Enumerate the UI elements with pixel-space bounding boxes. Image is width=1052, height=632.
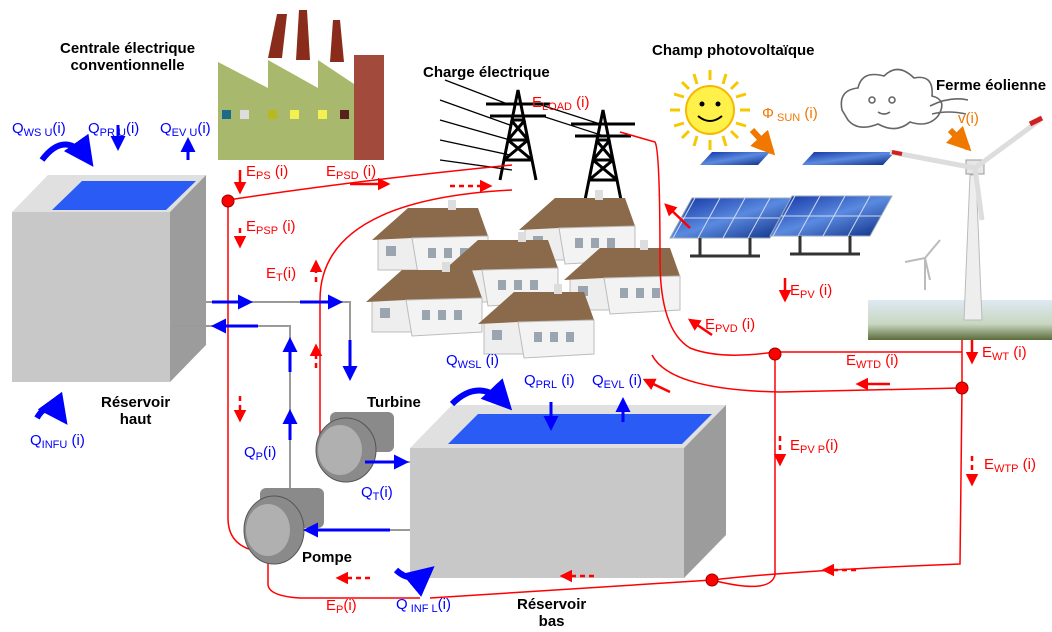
label-e-psp: EPSP (i) bbox=[246, 218, 296, 237]
power-plant-title: Centrale électrique conventionnelle bbox=[60, 40, 196, 74]
lower-reservoir-title: Réservoir bas bbox=[517, 596, 587, 630]
pv-panels bbox=[668, 152, 895, 258]
label-v: v(i) bbox=[958, 110, 979, 127]
energy-arrows bbox=[233, 170, 979, 585]
label-e-wt: EWT (i) bbox=[982, 344, 1027, 363]
label-e-load: ELOAD (i) bbox=[532, 94, 590, 113]
turbine-title: Turbine bbox=[367, 394, 421, 411]
label-q-prl: QPRL (i) bbox=[524, 372, 575, 391]
label-e-p: EP(i) bbox=[326, 597, 357, 616]
wind-turbines bbox=[868, 115, 1052, 340]
power-pylons bbox=[439, 79, 637, 202]
label-q-infu: QINFU (i) bbox=[30, 432, 85, 451]
label-q-wsl: QWSL (i) bbox=[446, 352, 500, 371]
label-q-evl: QEVL (i) bbox=[592, 372, 642, 391]
pump bbox=[243, 488, 324, 565]
label-e-pvp: EPV P(i) bbox=[790, 437, 839, 456]
junction-dots bbox=[221, 194, 969, 587]
power-plant bbox=[218, 10, 384, 160]
label-q-evu: QEV U(i) bbox=[160, 120, 211, 139]
label-e-psd: EPSD (i) bbox=[326, 163, 377, 182]
label-q-pru: QPR U(i) bbox=[88, 120, 140, 139]
houses bbox=[365, 189, 681, 359]
label-q-wsu: QWS U(i) bbox=[12, 120, 66, 139]
label-e-wtp: EWTP (i) bbox=[984, 456, 1036, 475]
turbine bbox=[315, 412, 394, 483]
pv-field-title: Champ photovoltaïque bbox=[652, 42, 815, 59]
pump-title: Pompe bbox=[302, 549, 353, 566]
water-arrows bbox=[110, 125, 631, 538]
label-q-t: QT(i) bbox=[361, 484, 393, 503]
load-title: Charge électrique bbox=[423, 64, 550, 81]
label-e-ps: EPS (i) bbox=[246, 163, 289, 182]
lower-reservoir bbox=[410, 405, 726, 578]
label-q-infl: Q INF L(i) bbox=[396, 596, 451, 615]
resource-arrows bbox=[749, 125, 972, 156]
upper-reservoir-title: Réservoir haut bbox=[101, 394, 171, 428]
label-e-wtd: EWTD (i) bbox=[846, 352, 899, 371]
label-e-pv: EPV (i) bbox=[790, 282, 833, 301]
label-phi-sun: Φ SUN (i) bbox=[762, 105, 818, 124]
wind-farm-title: Ferme éolienne bbox=[936, 77, 1047, 94]
circulation-arrows bbox=[34, 133, 513, 597]
wind-cloud-icon bbox=[840, 68, 969, 130]
upper-reservoir bbox=[12, 175, 206, 382]
label-q-p: QP(i) bbox=[244, 444, 277, 463]
label-e-t: ET(i) bbox=[266, 265, 297, 284]
sun-icon bbox=[670, 70, 750, 150]
label-e-pvd: EPVD (i) bbox=[705, 316, 756, 335]
